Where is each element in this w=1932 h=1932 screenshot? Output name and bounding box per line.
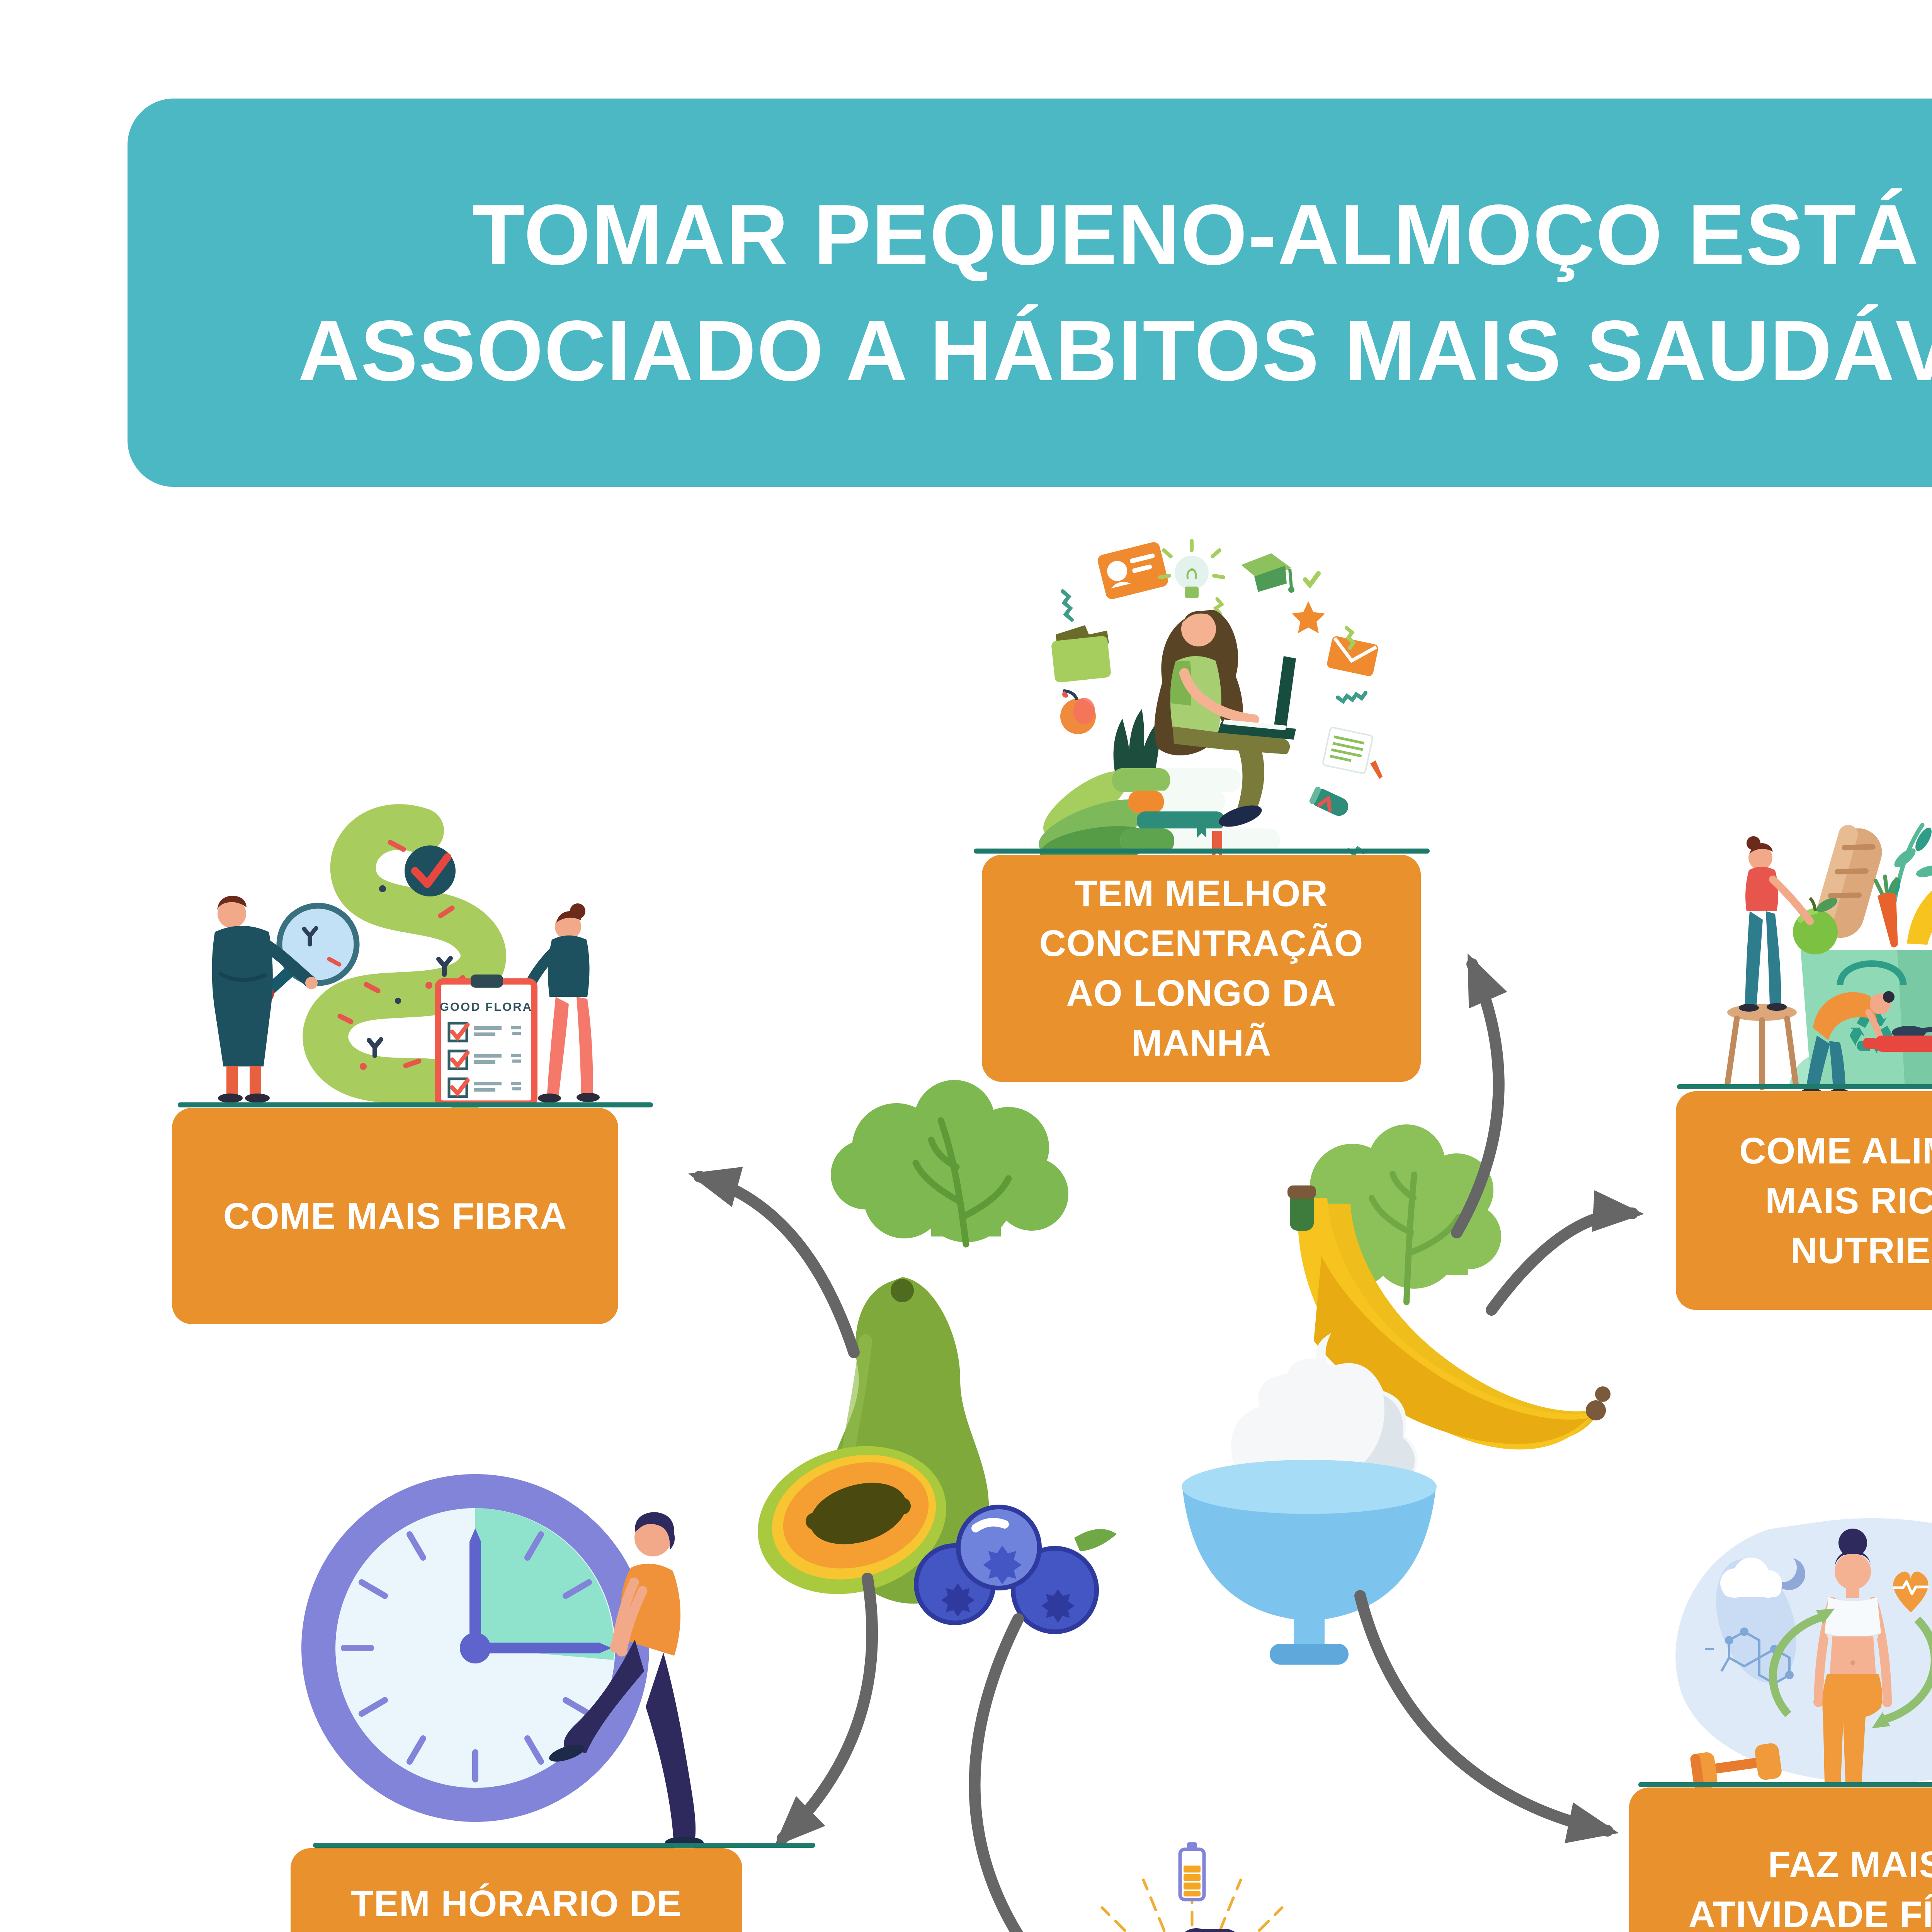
arrow-to-fibra bbox=[688, 1167, 860, 1358]
bending-person bbox=[1801, 991, 1895, 1097]
yogurt-bowl-icon bbox=[1182, 1333, 1437, 1665]
book-stack-icon bbox=[1112, 768, 1280, 858]
graduation-cap-icon bbox=[1241, 553, 1294, 593]
clock-icon bbox=[301, 1474, 649, 1822]
arrow-to-horario bbox=[774, 1573, 878, 1847]
carrot-icon bbox=[1873, 874, 1899, 947]
page-title-line1: TOMAR PEQUENO-ALMOÇO ESTÁ bbox=[472, 187, 1920, 283]
label-box-fibra: COME MAIS FIBRA bbox=[172, 1108, 618, 1324]
meditating-woman bbox=[1185, 1928, 1235, 1932]
ground-line-horario bbox=[313, 1843, 815, 1848]
label-line: REFEIÇÕES MAIS bbox=[355, 1929, 678, 1932]
dumbbell-icon bbox=[1690, 1743, 1782, 1789]
breakfast-foods-illustration bbox=[758, 1080, 1611, 1665]
label-line: TEM MELHOR bbox=[1075, 873, 1328, 914]
check-badge-icon bbox=[405, 845, 456, 896]
lightbulb-icon bbox=[1158, 539, 1225, 598]
label-box-horario: TEM HÓRARIO DE REFEIÇÕES MAIS REGULARES bbox=[291, 1848, 742, 1932]
folder-icon bbox=[1051, 625, 1111, 682]
papaya-icon bbox=[758, 1446, 946, 1594]
nutrientes-illustration: ♻ bbox=[1724, 823, 1932, 1097]
label-box-concentracao: TEM MELHOR CONCENTRAÇÃO AO LONGO DA MANH… bbox=[982, 855, 1421, 1082]
arrow-to-concentracao bbox=[1451, 953, 1507, 1238]
label-box-nutrientes: COME ALIMENTOS MAIS RICOS EM NUTRIENTES bbox=[1676, 1091, 1932, 1310]
diploma-icon bbox=[1309, 787, 1349, 816]
arrow-to-nutrientes bbox=[1486, 1190, 1644, 1316]
label-line: FAZ MAIS bbox=[1768, 1844, 1932, 1885]
star-icon bbox=[1292, 601, 1325, 633]
label-line: CONCENTRAÇÃO bbox=[1039, 923, 1364, 964]
metabolism-arrows-icon bbox=[1769, 1612, 1932, 1724]
ground-line-concentracao bbox=[974, 849, 1430, 854]
studying-woman bbox=[1154, 610, 1296, 827]
arrow-to-atividade bbox=[1354, 1590, 1619, 1844]
clipboard-title: GOOD FLORA bbox=[440, 1000, 532, 1014]
label-box-atividade: FAZ MAIS ATIVIDADE FÍSICA bbox=[1629, 1787, 1932, 1932]
title-banner: TOMAR PEQUENO-ALMOÇO ESTÁ ASSOCIADO A HÁ… bbox=[128, 99, 1932, 487]
woman-on-stool bbox=[1724, 836, 1814, 1090]
kale-leaf-left-icon bbox=[831, 1080, 1068, 1248]
scientist-man bbox=[212, 896, 318, 1103]
banana-icon bbox=[1907, 891, 1932, 945]
fibra-illustration: GOOD FLORA bbox=[212, 804, 600, 1112]
horario-illustration bbox=[301, 1474, 704, 1849]
checklist-rows bbox=[447, 1022, 521, 1098]
label-line: COME ALIMENTOS bbox=[1739, 1130, 1932, 1172]
blueberries-icon bbox=[914, 1505, 1117, 1634]
green-apple-icon bbox=[1793, 897, 1838, 954]
envelope-icon bbox=[1327, 636, 1378, 676]
paper-pencil-icon bbox=[1322, 726, 1383, 779]
ground-line-atividade bbox=[1638, 1782, 1932, 1787]
fitness-woman bbox=[1769, 1529, 1932, 1782]
battery-icon bbox=[1178, 1842, 1206, 1901]
id-card-icon bbox=[1097, 542, 1168, 599]
cloud-moon-icon bbox=[1720, 1553, 1805, 1598]
label-line: MANHÃ bbox=[1131, 1022, 1272, 1064]
energia-illustration bbox=[1100, 1842, 1284, 1932]
heart-pulse-icon bbox=[1893, 1571, 1929, 1612]
peach-icon bbox=[1060, 689, 1096, 734]
atividade-illustration bbox=[1675, 1518, 1932, 1789]
label-line: ATIVIDADE FÍSICA bbox=[1688, 1894, 1932, 1932]
label-line: AO LONGO DA bbox=[1066, 973, 1337, 1014]
label-line: MAIS RICOS EM bbox=[1765, 1180, 1932, 1221]
good-flora-clipboard: GOOD FLORA bbox=[435, 975, 537, 1107]
label-line: NUTRIENTES bbox=[1790, 1230, 1932, 1271]
clock-man bbox=[549, 1512, 704, 1849]
label-line: COME MAIS FIBRA bbox=[223, 1195, 567, 1237]
concentracao-illustration bbox=[1038, 539, 1383, 866]
arrow-to-energia bbox=[969, 1613, 1024, 1932]
check-sparkle-icon bbox=[1303, 571, 1321, 589]
ground-line-fibra bbox=[178, 1102, 653, 1107]
page-title-line2: ASSOCIADO A HÁBITOS MAIS SAUDÁVEIS bbox=[298, 303, 1932, 399]
laptop-icon bbox=[1218, 656, 1296, 740]
ground-line-nutrientes bbox=[1677, 1084, 1932, 1089]
scientist-woman bbox=[521, 903, 600, 1103]
label-line: TEM HÓRARIO DE bbox=[351, 1883, 682, 1924]
red-tray-icon bbox=[1863, 1026, 1932, 1052]
